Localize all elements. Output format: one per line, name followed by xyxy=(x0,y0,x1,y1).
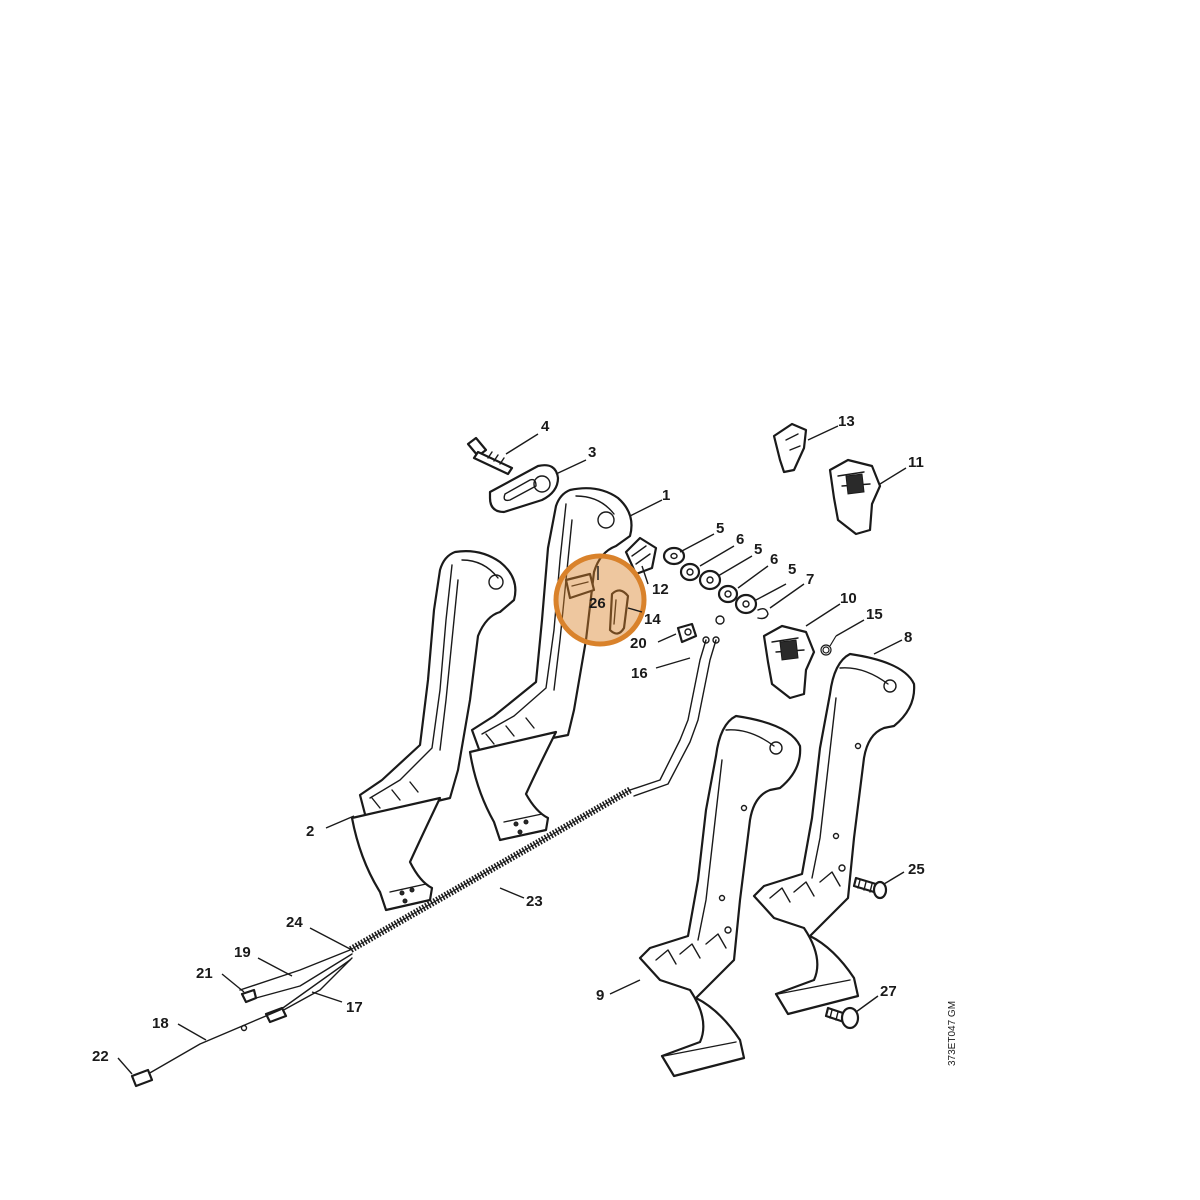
callout-labels: 4 3 1 5 6 5 6 5 7 13 11 12 26 14 10 15 8… xyxy=(92,413,925,1065)
part-26-lever[interactable] xyxy=(564,572,596,600)
part-2-handle-half[interactable] xyxy=(350,550,517,912)
part-3-bracket[interactable] xyxy=(488,464,560,514)
callout-6b[interactable]: 6 xyxy=(770,551,778,568)
callout-13[interactable]: 13 xyxy=(838,413,855,430)
callout-15[interactable]: 15 xyxy=(866,606,883,623)
part-22-terminal[interactable] xyxy=(130,1068,154,1088)
part-4-bolt[interactable] xyxy=(466,436,514,476)
part-5-washer[interactable] xyxy=(734,593,758,615)
part-23-conduit[interactable] xyxy=(348,786,632,954)
callout-5a[interactable]: 5 xyxy=(716,520,724,537)
callout-5b[interactable]: 5 xyxy=(754,541,762,558)
part-7-clip[interactable] xyxy=(757,607,769,620)
callout-2[interactable]: 2 xyxy=(306,823,314,840)
callout-4[interactable]: 4 xyxy=(541,418,550,435)
callout-21[interactable]: 21 xyxy=(196,965,213,982)
callout-22[interactable]: 22 xyxy=(92,1048,109,1065)
callout-3[interactable]: 3 xyxy=(588,444,596,461)
callout-5c[interactable]: 5 xyxy=(788,561,796,578)
callout-1[interactable]: 1 xyxy=(662,487,670,504)
part-24-cable[interactable] xyxy=(239,949,351,991)
callout-18[interactable]: 18 xyxy=(152,1015,169,1032)
part-16-cable[interactable] xyxy=(629,636,720,797)
callout-9[interactable]: 9 xyxy=(596,987,604,1004)
part-5-washer[interactable] xyxy=(698,569,722,591)
part-8-handle-shell[interactable] xyxy=(752,652,916,1016)
reference-code: 373ET047 GM xyxy=(947,1001,958,1066)
callout-11[interactable]: 11 xyxy=(908,454,924,471)
leader-lines xyxy=(117,425,907,1075)
part-14-trigger[interactable] xyxy=(608,589,630,635)
part-17-cable[interactable] xyxy=(240,957,353,1032)
callout-27[interactable]: 27 xyxy=(880,983,897,1000)
callout-20[interactable]: 20 xyxy=(630,635,647,652)
callout-26[interactable]: 26 xyxy=(589,595,606,612)
part-6-washer[interactable] xyxy=(679,562,701,582)
highlight-marker xyxy=(553,553,647,647)
part-25-screw[interactable] xyxy=(852,876,888,900)
part-6-washer[interactable] xyxy=(717,584,739,604)
small-ring xyxy=(715,615,725,625)
callout-17[interactable]: 17 xyxy=(346,999,363,1016)
callout-19[interactable]: 19 xyxy=(234,944,251,961)
part-19-cable[interactable] xyxy=(255,953,353,999)
washer-stack xyxy=(662,546,769,625)
callout-10[interactable]: 10 xyxy=(840,590,857,607)
callout-16[interactable]: 16 xyxy=(631,665,648,682)
callout-23[interactable]: 23 xyxy=(526,893,543,910)
callout-7[interactable]: 7 xyxy=(806,571,814,588)
part-18-cable[interactable] xyxy=(147,959,351,1075)
part-10-lock-housing[interactable] xyxy=(762,624,816,700)
part-13-latch[interactable] xyxy=(772,422,808,474)
callout-12[interactable]: 12 xyxy=(652,581,669,598)
part-20-pin[interactable] xyxy=(676,622,698,644)
callout-25[interactable]: 25 xyxy=(908,861,925,878)
part-27-screw[interactable] xyxy=(824,1006,860,1030)
part-21-terminal[interactable] xyxy=(240,988,258,1004)
callout-8[interactable]: 8 xyxy=(904,629,912,646)
callout-14[interactable]: 14 xyxy=(644,611,661,628)
part-15-spring[interactable] xyxy=(820,635,837,656)
part-11-lock-housing[interactable] xyxy=(828,458,882,536)
part-9-handle-shell[interactable] xyxy=(638,714,802,1078)
part-1-handle-half[interactable] xyxy=(468,487,633,842)
part-5-washer[interactable] xyxy=(662,546,686,566)
callout-24[interactable]: 24 xyxy=(286,914,303,931)
callout-6a[interactable]: 6 xyxy=(736,531,744,548)
